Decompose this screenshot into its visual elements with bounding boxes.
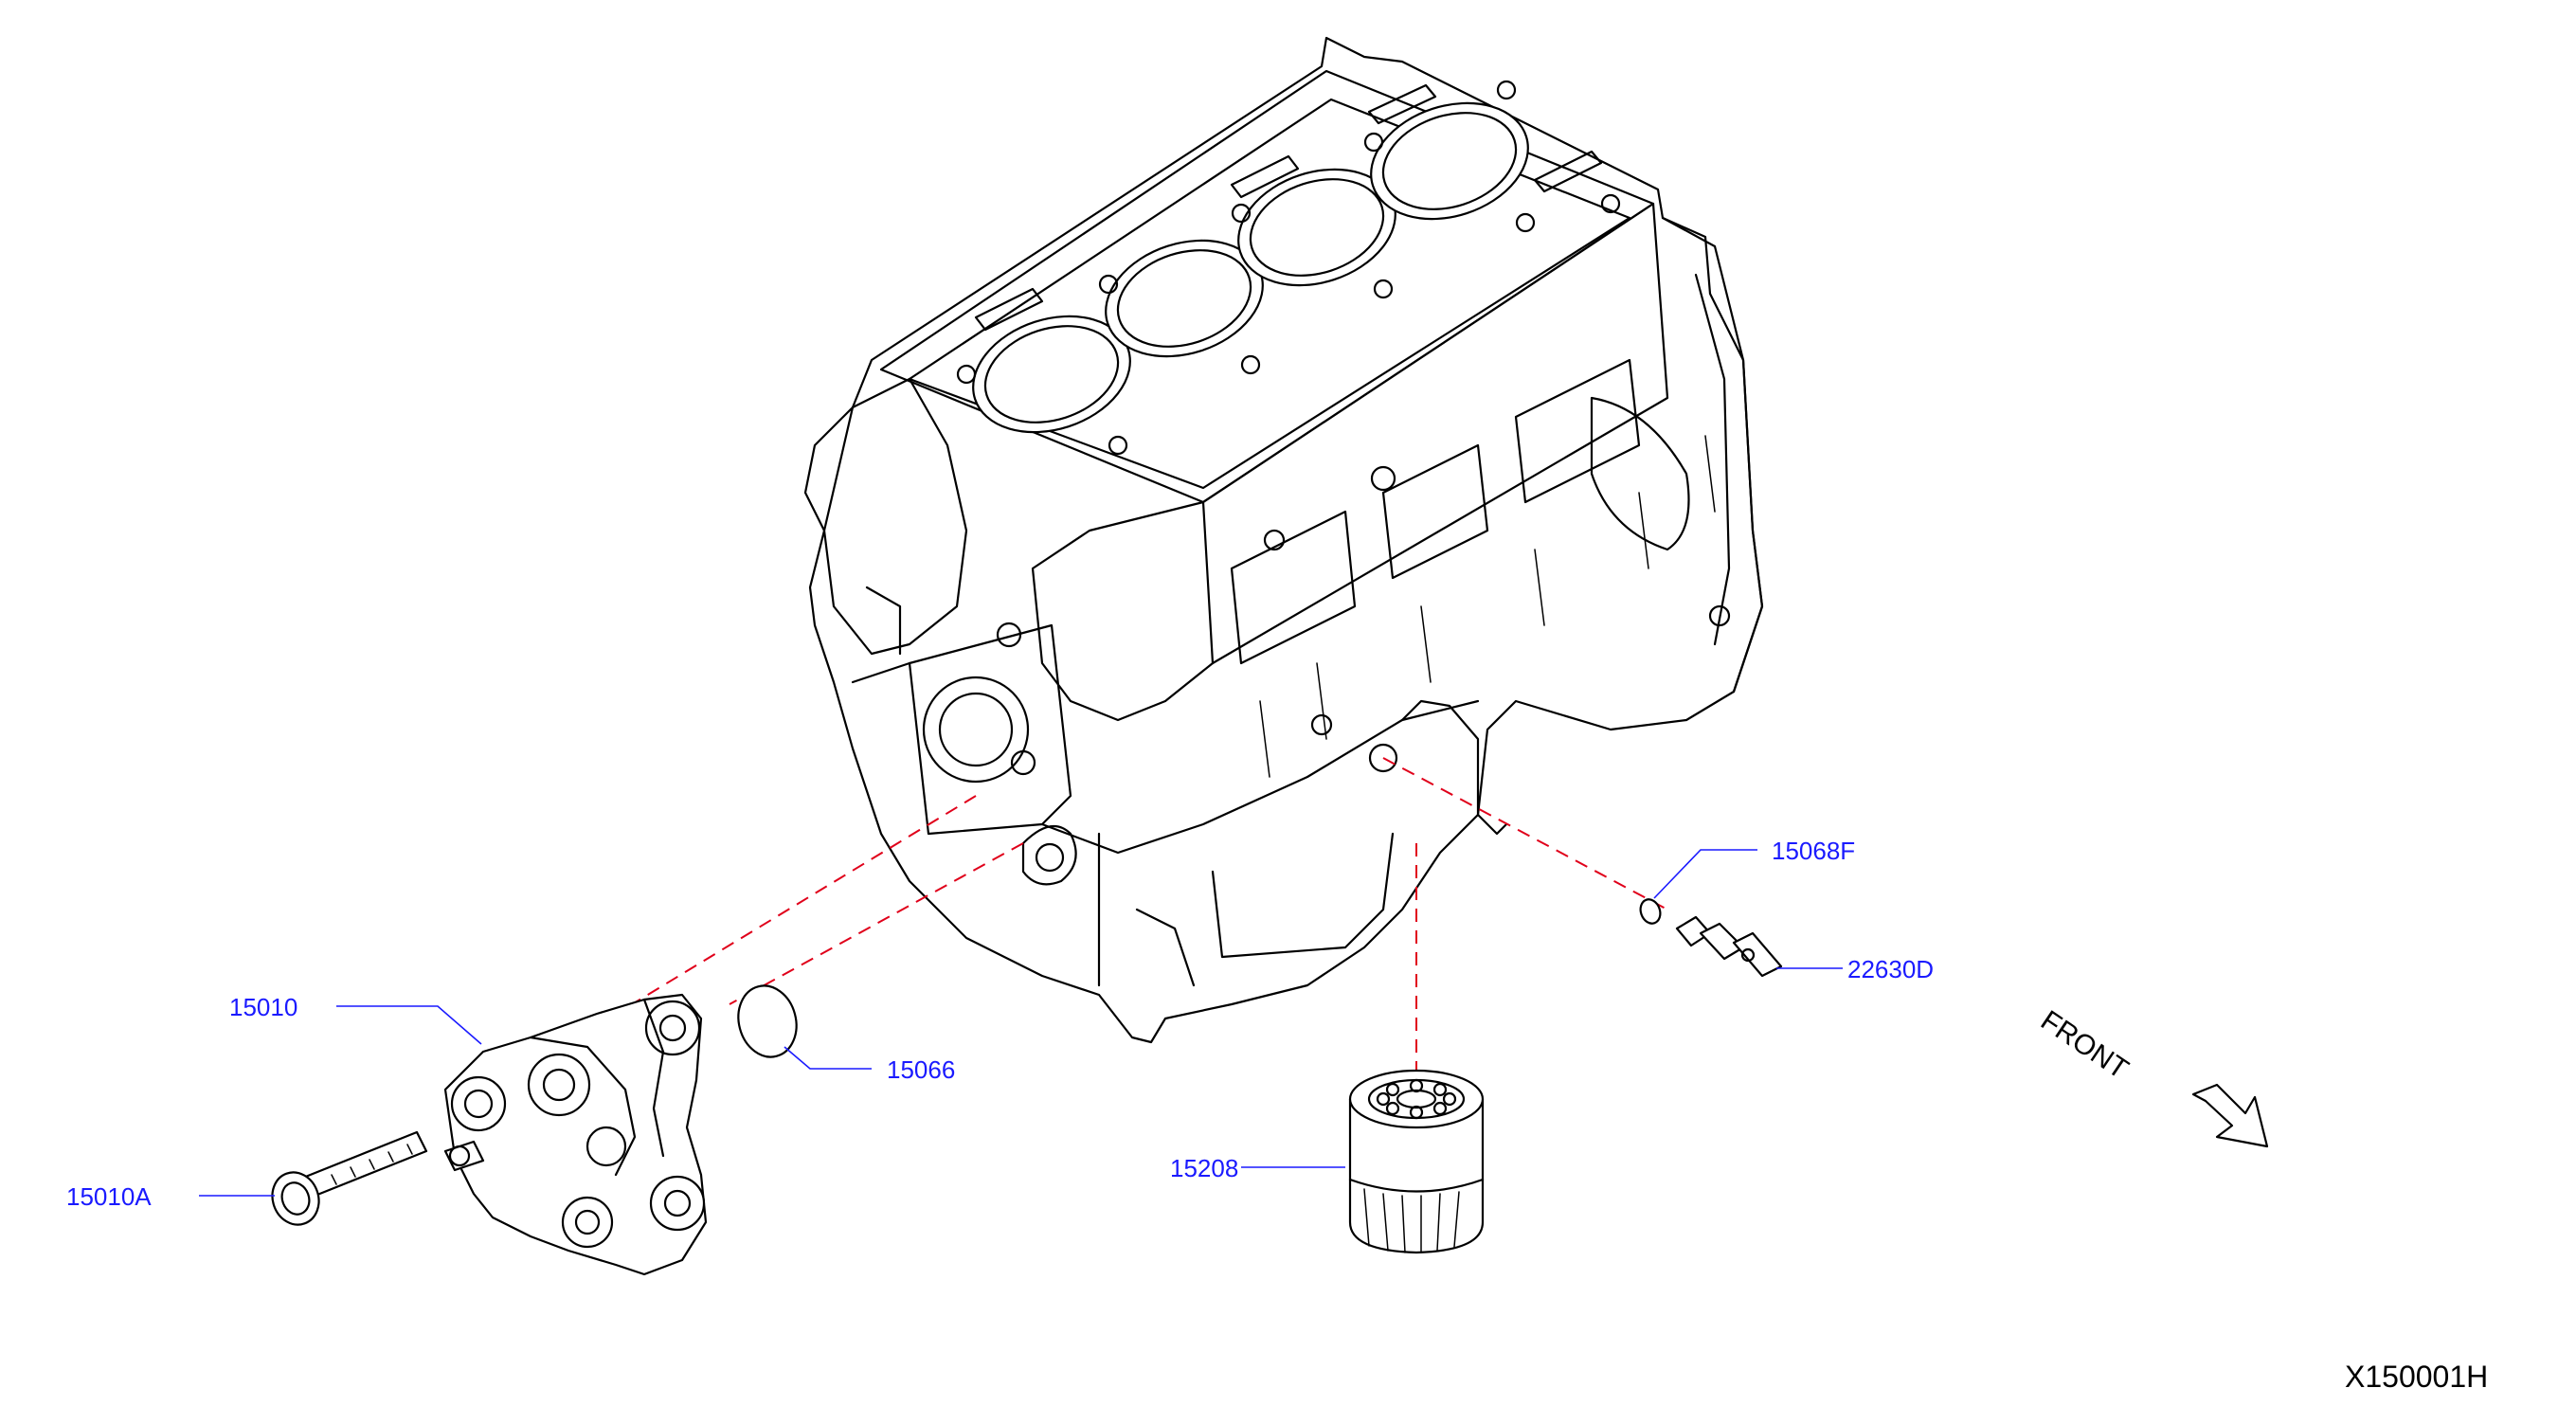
callout-15010: 15010 — [229, 993, 297, 1021]
gasket-15066 — [737, 984, 798, 1058]
callout-leaders — [199, 849, 1843, 1197]
front-label: FRONT — [2035, 1004, 2134, 1085]
alignment-lines — [530, 757, 1668, 1071]
callout-15066: 15066 — [887, 1055, 955, 1084]
cylinder-block — [803, 36, 1764, 1044]
front-arrow-icon — [2191, 1083, 2269, 1148]
callout-22630D: 22630D — [1847, 955, 1934, 983]
front-indicator: FRONT — [2035, 1004, 2269, 1148]
oil-pump-15010 — [443, 993, 708, 1276]
sensor-22630D — [1675, 915, 1783, 978]
oil-filter-15208 — [1348, 1069, 1485, 1254]
bolt-15010A — [271, 1130, 428, 1226]
oring-15068F — [1639, 898, 1662, 925]
pump-alignment-line-2 — [729, 842, 1024, 1005]
callout-15208: 15208 — [1170, 1154, 1238, 1182]
diagram-code: X150001H — [2345, 1360, 2488, 1394]
sensor-alignment-line — [1382, 757, 1668, 910]
callout-15068F: 15068F — [1772, 837, 1855, 865]
callout-15010A: 15010A — [66, 1182, 152, 1211]
